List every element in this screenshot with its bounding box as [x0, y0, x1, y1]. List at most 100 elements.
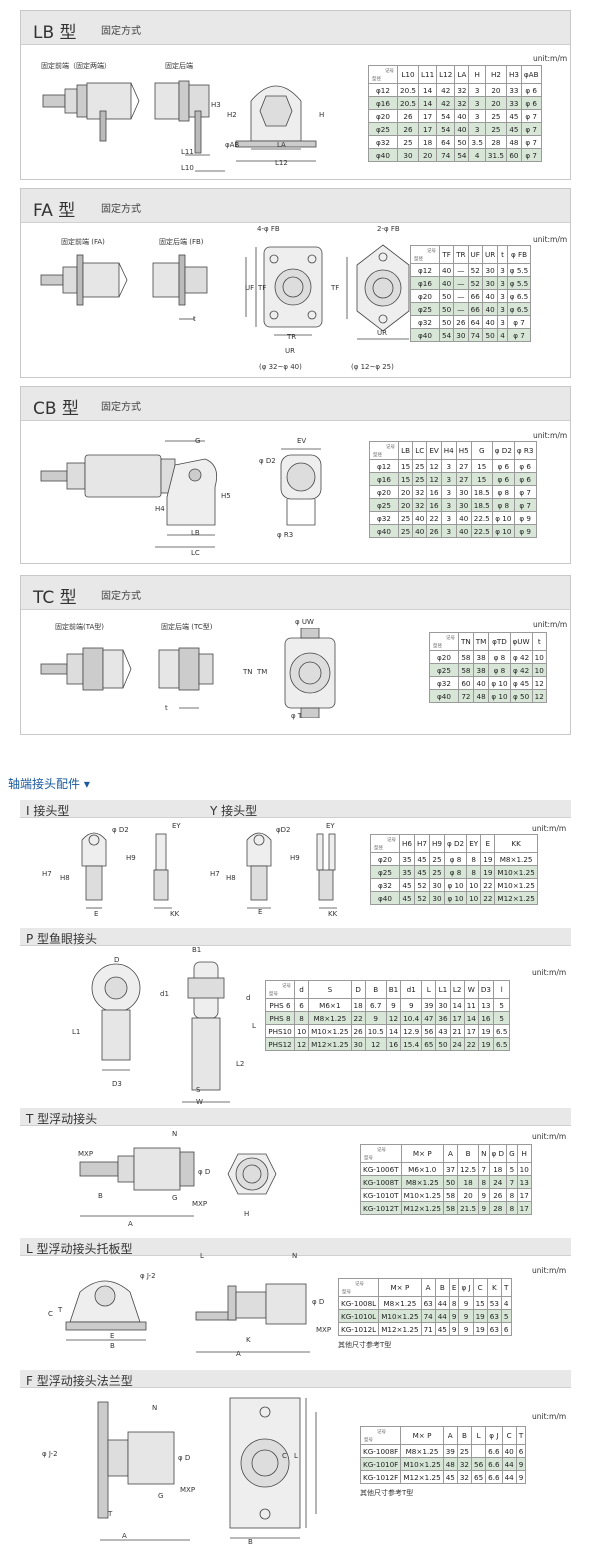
table-cell: 25: [484, 122, 507, 136]
f-flange-side-drawing: [97, 1401, 190, 1541]
y-dim-h8: H8: [226, 874, 236, 882]
p-dim-d3: D3: [112, 1080, 122, 1088]
table-cell: M8×1.25: [378, 1296, 422, 1310]
table-cell: 45: [505, 109, 522, 123]
table-header-cell: B: [434, 1278, 450, 1297]
lb-title: LB 型: [33, 23, 77, 43]
f-dim-g: G: [158, 1492, 164, 1500]
table-cell: φ 7: [520, 135, 542, 149]
table-cell: 8: [478, 1175, 490, 1189]
table-cell: 11: [463, 998, 479, 1012]
fa-dim-tf: TF: [258, 284, 267, 292]
table-header-cell: φ J: [485, 1426, 503, 1445]
table-cell: 3: [497, 289, 508, 303]
corner-label-code: 记号: [377, 1147, 386, 1153]
table-cell: 45: [413, 865, 430, 879]
t-dim-a: A: [128, 1220, 133, 1228]
l-title: L 型浮动接头托板型: [26, 1242, 133, 1256]
lb-unit: unit:m/m: [533, 54, 568, 63]
table-cell: φ 9: [513, 524, 537, 538]
table-header-cell: φAB: [520, 65, 542, 84]
table-cell: 64: [467, 315, 483, 329]
table-cell: 18: [457, 1175, 480, 1189]
table-cell: 4: [468, 148, 486, 162]
table-cell: 40: [454, 122, 470, 136]
lb-subtitle: 固定方式: [101, 26, 141, 37]
tc-dim-uw: φ UW: [295, 618, 314, 626]
table-cell: 6.7: [364, 998, 387, 1012]
table-cell: M12×1.25: [400, 1201, 444, 1215]
table-cell: 32: [456, 1470, 473, 1484]
table-cell: φ 10: [488, 676, 511, 690]
table-cell: φ 10: [443, 891, 468, 905]
table-cell: 3: [497, 315, 508, 329]
table-cell: M12×1.25: [308, 1037, 352, 1051]
lb-dim-ab: φAB: [225, 141, 240, 149]
table-cell: 5: [506, 1162, 518, 1176]
table-cell: 74: [420, 1309, 436, 1323]
cb-subtitle: 固定方式: [101, 402, 141, 413]
table-cell: —: [453, 263, 469, 277]
table-cell: 18: [488, 1162, 508, 1176]
table-cell: 40: [501, 1444, 517, 1458]
corner-label-model: 型径: [374, 845, 383, 851]
corner-label-model: 型号: [364, 1437, 373, 1443]
table-cell: 14: [449, 998, 465, 1012]
table-cell: 45: [413, 852, 430, 866]
table-cell: 15: [397, 459, 414, 473]
table-cell: 28: [488, 1201, 508, 1215]
cb-unit: unit:m/m: [533, 431, 568, 440]
table-header-cell: φ D: [488, 1144, 508, 1163]
l-unit: unit:m/m: [532, 1266, 567, 1275]
table-cell: KG-1006T: [360, 1162, 402, 1176]
table-header-cell: H5: [455, 441, 472, 460]
table-cell: 9: [478, 1201, 490, 1215]
table-cell: KG-1010T: [360, 1188, 402, 1202]
p-dim-w: W: [196, 1098, 203, 1106]
table-cell: 47: [421, 1011, 437, 1025]
table-cell: 26: [488, 1188, 508, 1202]
table-cell: 40: [438, 276, 455, 290]
corner-label-code: 记号: [282, 983, 291, 989]
cb-cylinder-drawing: [40, 440, 218, 548]
table-cell: 10: [531, 650, 547, 664]
table-cell: φ25: [368, 122, 398, 136]
table-cell: 39: [421, 998, 437, 1012]
table-cell: 3: [468, 109, 486, 123]
table-cell: KG-1008T: [360, 1175, 402, 1189]
table-header-cell: M× P: [400, 1144, 444, 1163]
table-cell: 17: [463, 1024, 479, 1038]
table-cell: φ 8: [488, 650, 511, 664]
p-rod-end-drawing: [91, 961, 230, 1103]
table-cell: 45: [442, 1470, 458, 1484]
table-cell: 52: [467, 276, 483, 290]
table-cell: 6.5: [492, 1024, 511, 1038]
table-header-cell: φ FB: [506, 245, 532, 264]
table-cell: 56: [421, 1024, 437, 1038]
table-header-cell: H: [468, 65, 486, 84]
table-cell: φ32: [410, 315, 440, 329]
table-cell: 9: [478, 1188, 490, 1202]
table-cell: —: [453, 276, 469, 290]
lb-dim-h2: H2: [227, 111, 237, 119]
table-header-cell: l: [492, 980, 511, 999]
table-header-cell: t: [497, 245, 508, 264]
table-cell: 9: [400, 998, 423, 1012]
f-dim-c: C: [282, 1452, 287, 1460]
iy-header: I 接头型 Y 接头型: [20, 800, 571, 818]
table-cell: φ16: [369, 472, 399, 486]
i-dim-h7: H7: [42, 870, 52, 878]
table-cell: φ12: [410, 263, 440, 277]
table-header-cell: TM: [472, 632, 490, 651]
table-cell: φ 10: [491, 511, 515, 525]
table-header-cell: φ D2: [491, 441, 515, 460]
table-cell: 33: [505, 96, 522, 110]
table-corner-cell: 记号型径: [410, 245, 440, 264]
